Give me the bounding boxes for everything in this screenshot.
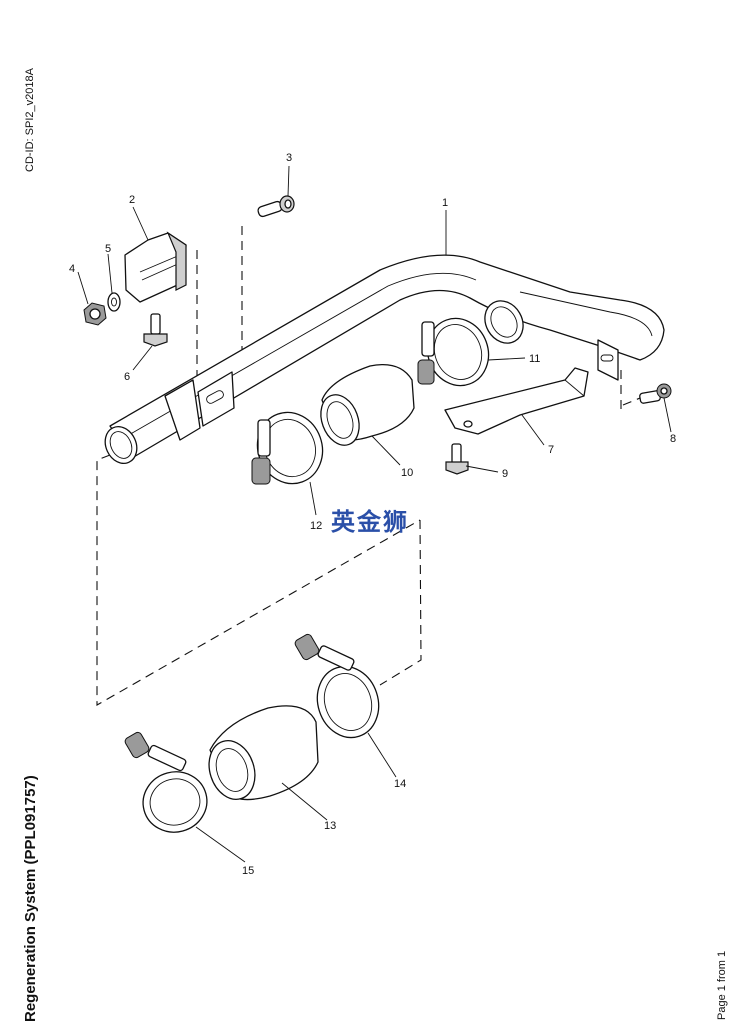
nut-4 bbox=[83, 302, 107, 326]
bolt-6 bbox=[143, 313, 168, 347]
bolt-3 bbox=[257, 195, 295, 218]
callout-2: 2 bbox=[129, 194, 135, 206]
hose-clamp-15 bbox=[124, 731, 208, 833]
callout-10: 10 bbox=[401, 467, 413, 479]
callout-numbers: 1 2 3 4 5 6 7 8 9 10 11 12 13 14 15 bbox=[69, 152, 676, 877]
hose-clamp-12 bbox=[251, 411, 324, 485]
callout-4: 4 bbox=[69, 263, 75, 275]
callout-3: 3 bbox=[286, 152, 292, 164]
hose-clamp-14 bbox=[294, 633, 380, 739]
hose-13 bbox=[208, 705, 319, 801]
bracket bbox=[124, 231, 187, 303]
callout-7: 7 bbox=[548, 444, 554, 456]
callout-8: 8 bbox=[670, 433, 676, 445]
callout-13: 13 bbox=[324, 820, 336, 832]
washer-5 bbox=[107, 292, 121, 312]
callout-9: 9 bbox=[502, 468, 508, 480]
callout-5: 5 bbox=[105, 243, 111, 255]
callout-11: 11 bbox=[529, 353, 540, 365]
callout-12: 12 bbox=[310, 520, 322, 532]
callout-6: 6 bbox=[124, 371, 130, 383]
support-strap-7 bbox=[444, 367, 589, 435]
callout-14: 14 bbox=[394, 778, 406, 790]
hose-10 bbox=[320, 363, 415, 446]
callout-15: 15 bbox=[242, 865, 254, 877]
bolt-8 bbox=[639, 383, 672, 404]
hose-clamp-11 bbox=[417, 317, 490, 387]
callout-1: 1 bbox=[442, 197, 448, 209]
bolt-9 bbox=[445, 443, 469, 475]
callout-leaders bbox=[77, 165, 672, 863]
main-regeneration-pipe bbox=[104, 254, 665, 464]
watermark-logo-text: 英金狮 bbox=[331, 508, 409, 536]
